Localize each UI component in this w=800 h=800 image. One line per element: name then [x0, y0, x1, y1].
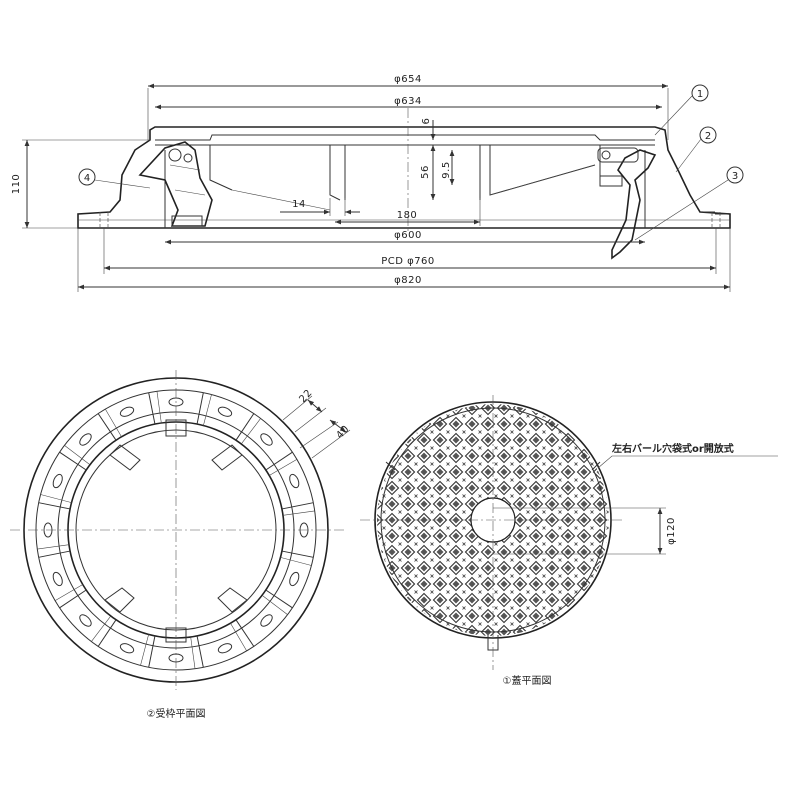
dim-9-5: 9.5 [441, 161, 452, 178]
frame-rib [97, 619, 117, 647]
dim-120: φ120 [666, 517, 677, 545]
frame-rib [59, 589, 87, 609]
dim-110: 110 [11, 174, 22, 195]
frame-rib [196, 635, 204, 668]
section-view: φ654 φ634 φ600 PCD φ760 φ820 110 6 56 9.… [11, 74, 744, 292]
frame-rib [59, 451, 87, 471]
cover-section [155, 134, 655, 141]
frame-rib [241, 418, 261, 445]
frame-rib [269, 459, 298, 476]
callout-2: 2 [705, 131, 711, 142]
callouts: 1 2 3 4 [78, 84, 744, 241]
dim-56: 56 [420, 165, 431, 179]
bolt-slot [79, 433, 92, 446]
frame-ribs [37, 391, 315, 669]
bolt-slot [52, 571, 63, 587]
dim-6: 6 [421, 118, 432, 125]
bolt-slot [260, 614, 273, 627]
frame-rib [261, 595, 288, 615]
dim-820: φ820 [394, 275, 422, 286]
bolt-slot [289, 473, 300, 489]
frame-rib [280, 557, 312, 566]
callout-1: 1 [697, 89, 703, 100]
cover-plan-caption: ①蓋平面図 [503, 675, 552, 687]
bolt-slot [260, 433, 273, 446]
callout-3: 3 [732, 171, 738, 182]
cover-plan: φ120 左右バール穴袋式or開放式 ①蓋平面図 [360, 395, 778, 687]
frame-rib [140, 634, 149, 666]
frame-rib [105, 408, 122, 437]
frame-rib [156, 391, 162, 424]
frame-rib [281, 550, 314, 558]
frame-rib [91, 615, 111, 642]
frame-rib [40, 494, 72, 503]
dim-pcd760: PCD φ760 [381, 256, 435, 267]
frame-rib [64, 445, 91, 465]
cover-dimensions: φ120 [493, 507, 677, 555]
frame-rib [38, 502, 71, 510]
frame-rib [281, 502, 314, 510]
callout-4: 4 [84, 173, 90, 184]
section-dimensions: φ654 φ634 φ600 PCD φ760 φ820 110 6 56 9.… [11, 74, 731, 292]
bolt-slot [217, 406, 233, 417]
dim-40: 40 [334, 424, 351, 442]
bolt-slot [79, 614, 92, 627]
dim-634: φ634 [394, 96, 422, 107]
frame-rib [235, 619, 255, 647]
frame-rib [196, 392, 204, 425]
bolt-slot [119, 643, 135, 654]
frame-rib [148, 635, 156, 668]
bolt-slot [217, 643, 233, 654]
dim-180: 180 [397, 210, 418, 221]
frame-dimensions: 22 40 [282, 388, 352, 459]
dim-22: 22 [297, 388, 314, 406]
frame-rib [282, 510, 315, 516]
dim-14: 14 [292, 199, 306, 210]
frame-rib [148, 392, 156, 425]
frame-rib [38, 550, 71, 558]
frame-rib [37, 544, 70, 550]
frame-rib [235, 413, 255, 441]
hinge-mechanism [138, 141, 213, 227]
frame-rib [230, 623, 247, 652]
frame-rib [203, 394, 212, 426]
frame-plan-caption: ②受枠平面図 [147, 707, 206, 720]
bolt-slot [52, 473, 63, 489]
frame-plan: 22 40 ②受枠平面図 [10, 370, 352, 720]
bolt-slot [119, 406, 135, 417]
dim-600: φ600 [394, 230, 422, 241]
lock-lever [597, 147, 657, 260]
frame-rib [265, 451, 293, 471]
frame-rib [97, 413, 117, 441]
frame-rib [54, 584, 83, 601]
bar-hole-note: 左右バール穴袋式or開放式 [611, 442, 734, 455]
dim-654: φ654 [394, 74, 422, 85]
bolt-slot [289, 571, 300, 587]
frame-rib [265, 589, 293, 609]
frame-rib [190, 636, 196, 669]
